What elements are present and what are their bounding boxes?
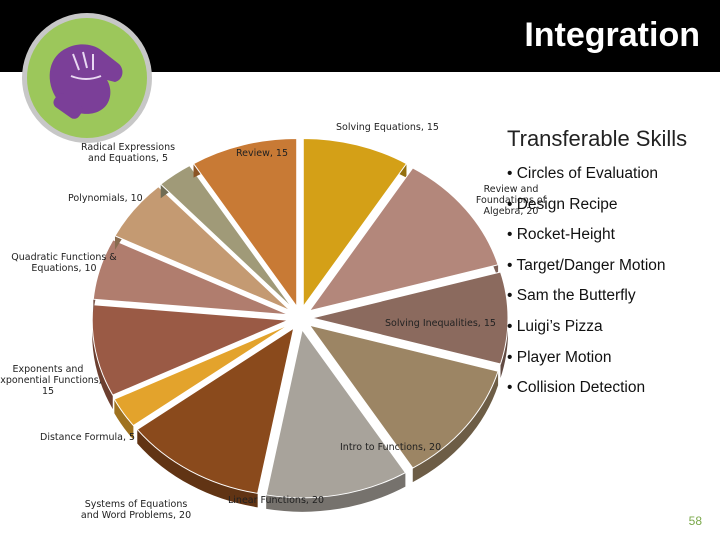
pie-slice-distance-formula bbox=[113, 323, 291, 427]
pie-label-linear-functions: Linear Functions, 20 bbox=[228, 495, 325, 506]
pie-label-review: Review, 15 bbox=[236, 148, 289, 159]
pie-label-radical-expressions: Radical Expressions and Equations, 5 bbox=[80, 142, 176, 164]
pie-slice-quadratic-functions bbox=[92, 239, 289, 316]
pie-label-quadratic-functions: Quadratic Functions & Equations, 10 bbox=[11, 252, 117, 274]
pie-slice-review-foundations bbox=[308, 167, 499, 312]
skill-item: • Rocket-Height bbox=[507, 226, 615, 244]
skill-item: • Luigi’s Pizza bbox=[507, 317, 603, 335]
skills-list: • Circles of Evaluation • Design Recipe … bbox=[507, 163, 666, 408]
baseball-glove-icon bbox=[49, 44, 123, 119]
pie-label-solving-equations: Solving Equations, 15 bbox=[336, 122, 439, 133]
pie-slice-side-intro-functions bbox=[412, 371, 499, 483]
skill-item: • Player Motion bbox=[507, 348, 612, 366]
pie-slice-polynomials bbox=[114, 185, 291, 312]
page-number: 58 bbox=[688, 514, 702, 528]
pie-slice-exponents bbox=[91, 304, 289, 396]
pie-label-systems-equations: Systems of Equations and Word Problems, … bbox=[80, 499, 192, 521]
skill-item: • Design Recipe bbox=[507, 195, 618, 213]
skill-item: • Circles of Evaluation bbox=[507, 165, 659, 182]
skill-item: • Sam the Butterfly bbox=[507, 287, 636, 305]
pie-label-intro-functions: Intro to Functions, 20 bbox=[340, 442, 442, 453]
pie-slice-solving-equations bbox=[302, 137, 408, 309]
skills-heading: Transferable Skills bbox=[507, 126, 688, 151]
pie-label-solving-inequalities: Solving Inequalities, 15 bbox=[385, 318, 496, 329]
pie-slice-side-systems-equations bbox=[137, 429, 258, 508]
pie-slice-review bbox=[192, 137, 298, 309]
logo bbox=[22, 13, 152, 143]
pie-slice-systems-equations bbox=[136, 327, 295, 494]
pie-slice-intro-functions bbox=[308, 324, 499, 469]
pie-slice-radical-expressions bbox=[159, 164, 294, 309]
skill-item: • Collision Detection bbox=[507, 379, 646, 397]
pie-label-polynomials: Polynomials, 10 bbox=[68, 193, 143, 204]
pie-label-distance-formula: Distance Formula, 5 bbox=[40, 432, 136, 443]
pie-slice-solving-inequalities bbox=[311, 271, 509, 365]
pie-slice-side-distance-formula bbox=[114, 399, 134, 440]
slide-title: Integration bbox=[524, 16, 700, 54]
pie-label-review-foundations: Review and Foundations of Algebra, 20 bbox=[475, 184, 547, 217]
skill-item: • Target/Danger Motion bbox=[507, 256, 666, 274]
pie-label-exponents: Exponents and Exponential Functions, 15 bbox=[0, 364, 102, 397]
pie-slice-side-linear-functions bbox=[266, 472, 406, 512]
pie-slice-linear-functions bbox=[265, 328, 407, 499]
